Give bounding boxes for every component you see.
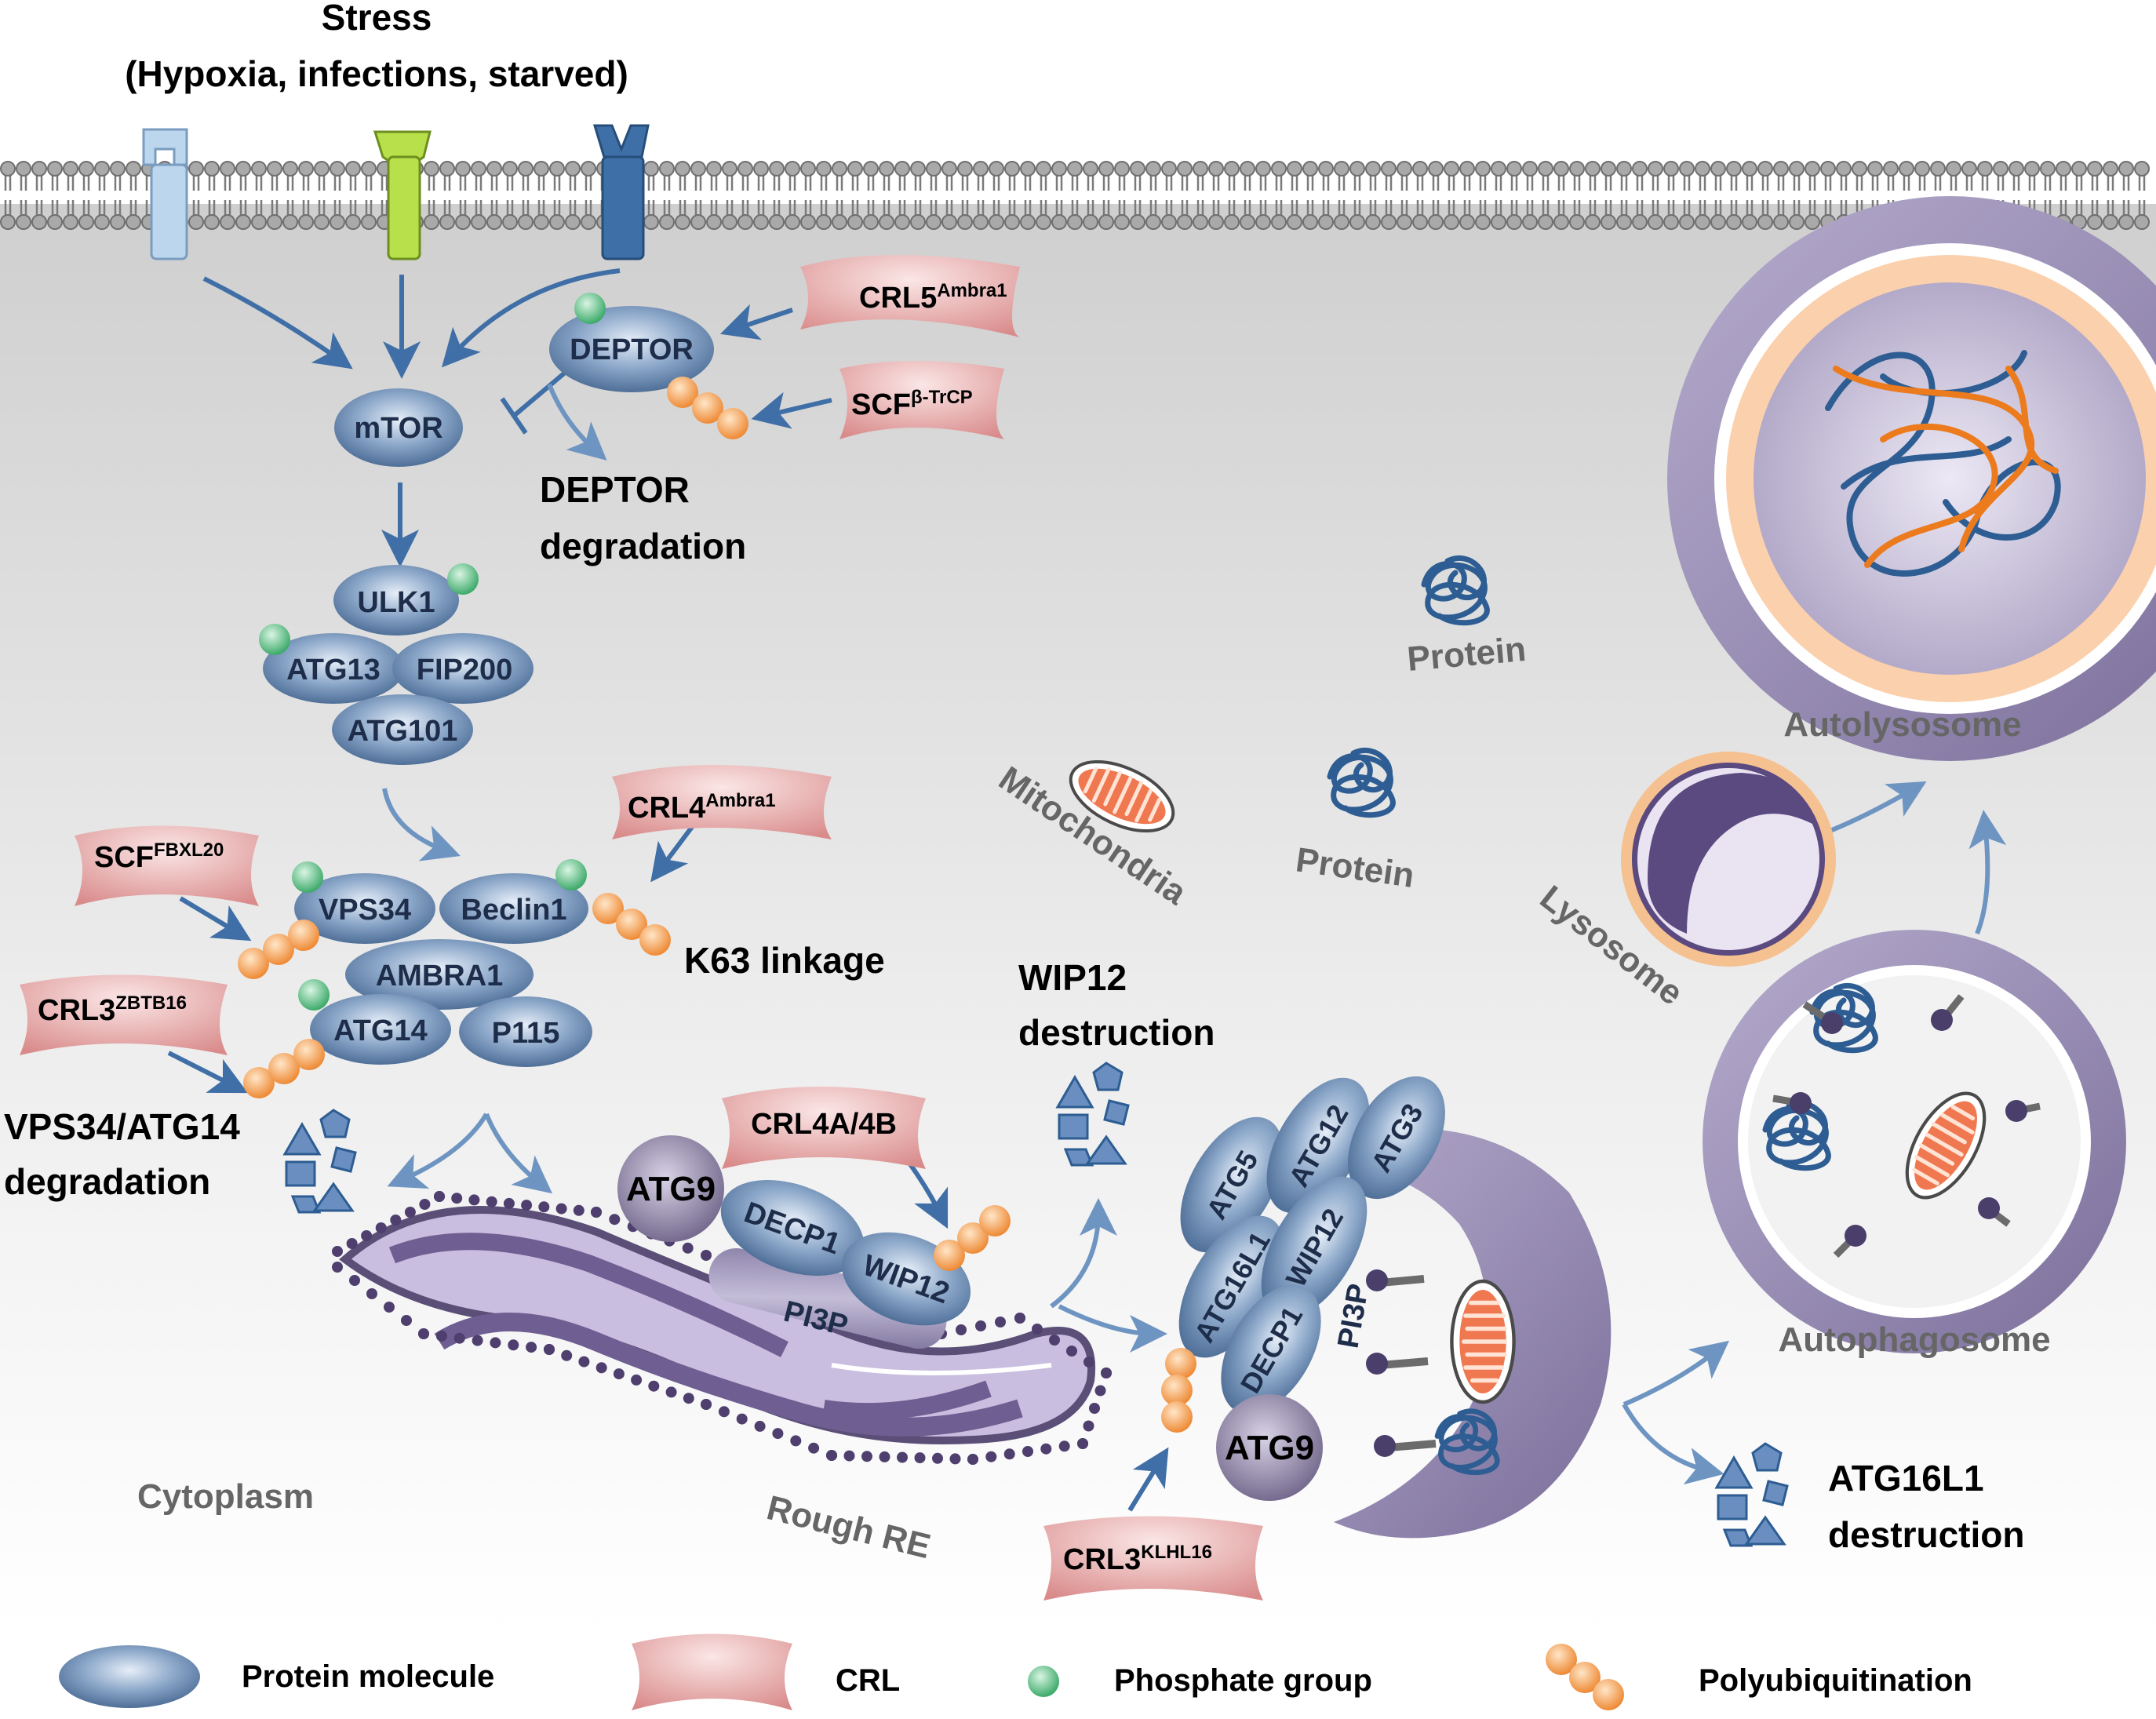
deptor-degradation-line2: degradation: [540, 526, 746, 566]
vps34-degradation-line2: degradation: [4, 1161, 210, 1202]
phagophore: [1271, 1128, 1612, 1539]
autolysosome-label: Autolysosome: [1783, 705, 2021, 744]
vps34-complex: [238, 859, 671, 1098]
crl3-klhl-sup: KLHL16: [1141, 1542, 1212, 1563]
atg16l1-destruction-line2: destruction: [1828, 1514, 2024, 1555]
legend-phosphate-symbol: [1028, 1666, 1059, 1697]
legend-protein-symbol: [59, 1645, 200, 1708]
legend-phosphate-label: Phosphate group: [1114, 1663, 1372, 1698]
stress-title: Stress: [322, 0, 432, 38]
crl4-ambra1: CRL4Ambra1: [612, 765, 832, 839]
scf-fbxl20-base: SCF: [94, 841, 154, 874]
mtor-protein: [334, 388, 463, 467]
k63-linkage-label: K63 linkage: [684, 940, 885, 981]
atg101-label: ATG101: [348, 715, 458, 748]
receptor-light-blue: [142, 128, 188, 260]
mtor-label: mTOR: [354, 412, 442, 445]
crl4ab-label: CRL4A/4B: [751, 1108, 897, 1141]
receptor-green: [373, 130, 432, 260]
atg9-phagophore-label: ATG9: [1225, 1429, 1314, 1467]
atg13-label: ATG13: [286, 654, 381, 687]
stress-subtitle: (Hypoxia, infections, starved): [125, 53, 628, 94]
svg-text:CRL5Ambra1: CRL5Ambra1: [859, 280, 1007, 315]
crl3-zbtb16: CRL3ZBTB16: [20, 974, 228, 1055]
ulk1-complex: [259, 563, 534, 765]
stress-arrows: [167, 268, 2007, 1512]
wip12-destruction-line2: destruction: [1018, 1012, 1215, 1053]
vps34-label: VPS34: [319, 894, 411, 927]
deptor-protein: [549, 306, 714, 392]
deptor-inhibition: [500, 370, 607, 461]
autophagosome: [1703, 930, 2126, 1353]
deptor-polyubiquitin: [667, 377, 748, 439]
atg16l1-destruction-line1: ATG16L1: [1828, 1458, 1984, 1499]
er-ribosomes: [332, 1191, 1112, 1465]
cytoplasm-label: Cytoplasm: [137, 1477, 314, 1516]
wip12-destruction-line1: WIP12: [1018, 957, 1127, 998]
p115-label: P115: [492, 1017, 560, 1050]
crl4-sup: Ambra1: [705, 790, 775, 811]
crl5-ambra1: CRL5Ambra1: [800, 255, 1020, 337]
svg-text:SCFFBXL20: SCFFBXL20: [94, 839, 224, 874]
deptor-degradation-line1: DEPTOR: [540, 469, 690, 510]
scf-btrcp: SCFβ-TrCP: [839, 361, 1004, 439]
atg14-label: ATG14: [333, 1014, 428, 1047]
ulk1-label: ULK1: [357, 586, 435, 619]
receptor-dark-blue: [592, 124, 650, 260]
crl4ab: CRL4A/4B: [722, 1087, 926, 1169]
svg-text:CRL3KLHL16: CRL3KLHL16: [1063, 1542, 1212, 1576]
atg9-er-label: ATG9: [626, 1170, 716, 1208]
rough-er: [339, 1206, 1096, 1445]
autophagosome-label: Autophagosome: [1778, 1320, 2050, 1359]
legend-crl-label: CRL: [836, 1663, 900, 1698]
atg-complex-phagophore: [1161, 1076, 1445, 1501]
deptor-label: DEPTOR: [570, 333, 694, 366]
autolysosome: [1667, 196, 2156, 761]
ambra1-label: AMBRA1: [376, 960, 504, 992]
lysosome: [1621, 752, 1836, 967]
crl5-sup: Ambra1: [937, 280, 1007, 301]
er-atg-complex: [617, 1135, 1011, 1349]
fip200-label: FIP200: [417, 654, 513, 687]
scf-btrcp-base: SCF: [851, 388, 911, 421]
crl3-klhl-base: CRL3: [1063, 1543, 1141, 1576]
scf-fbxl20-sup: FBXL20: [154, 839, 224, 861]
scf-btrcp-sup: β-TrCP: [911, 387, 973, 408]
crl3-zbtb-base: CRL3: [38, 994, 115, 1027]
crl3-klhl16: CRL3KLHL16: [1043, 1516, 1263, 1601]
svg-text:SCFβ-TrCP: SCFβ-TrCP: [851, 387, 973, 421]
crl5-base: CRL5: [859, 282, 937, 315]
legend: Protein molecule CRL Phosphate group Pol…: [59, 1633, 1972, 1710]
legend-protein-label: Protein molecule: [242, 1659, 494, 1694]
deptor-phosphate: [574, 293, 606, 324]
crl3-zbtb-sup: ZBTB16: [115, 992, 187, 1014]
svg-text:CRL3ZBTB16: CRL3ZBTB16: [38, 992, 187, 1027]
beclin1-label: Beclin1: [461, 894, 566, 927]
legend-crl-symbol: [632, 1633, 792, 1710]
legend-polyub-label: Polyubiquitination: [1699, 1663, 1972, 1698]
scf-fbxl20: SCFFBXL20: [75, 825, 259, 906]
vps34-degradation-line1: VPS34/ATG14: [4, 1106, 240, 1147]
svg-text:CRL4Ambra1: CRL4Ambra1: [628, 790, 776, 825]
crl4-base: CRL4: [628, 792, 705, 825]
